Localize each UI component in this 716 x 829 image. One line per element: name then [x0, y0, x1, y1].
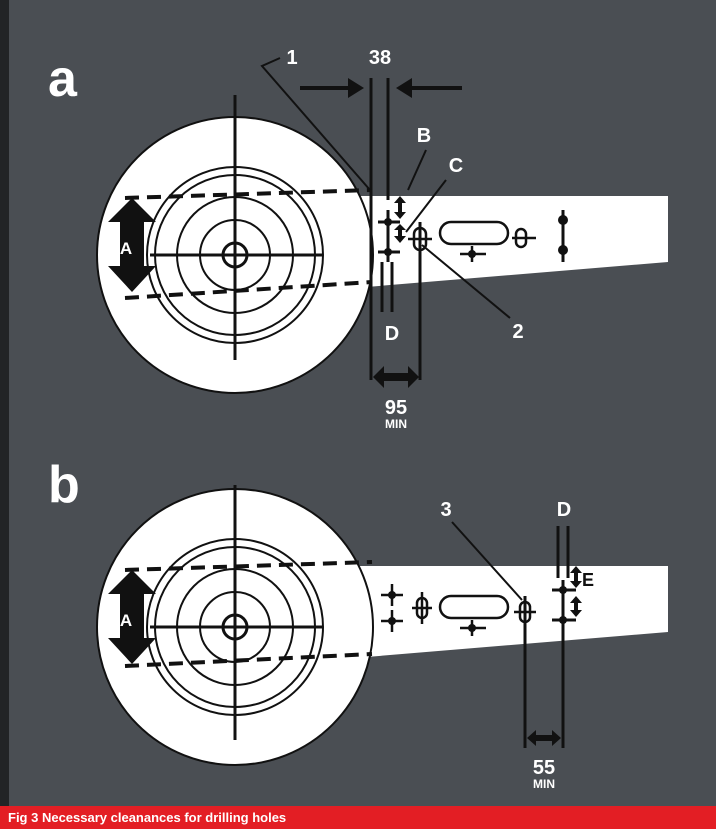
beam-b	[330, 566, 668, 660]
slot-b	[438, 594, 510, 620]
dim-C-arrow	[394, 224, 406, 243]
slot-a	[438, 220, 510, 246]
dim-55-note: MIN	[533, 777, 555, 791]
dim-95-note: MIN	[385, 417, 407, 431]
dashed-bottom-edge-a	[124, 280, 373, 300]
hole-b-bottom	[559, 616, 567, 624]
dimension-a-arrow	[108, 198, 156, 292]
diagram-svg: a A 38 1 B	[0, 0, 668, 806]
label-A-b: A	[120, 611, 132, 630]
dashed-top-edge-a	[124, 188, 373, 200]
label-3: 3	[440, 499, 451, 521]
dashed-bottom-edge-b	[124, 652, 373, 668]
label-C: C	[449, 155, 463, 177]
leader-2	[421, 244, 511, 319]
panel-a: a A 38 1 B	[48, 47, 668, 431]
dim-F-arrow	[570, 596, 582, 617]
left-border-strip	[0, 0, 9, 806]
label-D-b: D	[557, 499, 571, 521]
label-B: B	[417, 125, 431, 147]
label-38: 38	[369, 47, 391, 69]
label-F: F	[582, 598, 593, 618]
dim-55-value: 55	[533, 757, 555, 779]
leader-C	[405, 179, 447, 233]
label-2: 2	[512, 321, 523, 343]
hole-b-top	[559, 586, 567, 594]
leader-B	[407, 149, 427, 191]
dim-95-arrow	[373, 366, 419, 388]
end-hole-a-top	[558, 215, 568, 225]
panel-b: b A	[48, 456, 668, 791]
leader-3	[451, 521, 523, 601]
dim-38-arrow-right	[396, 78, 462, 98]
figure-caption: Fig 3 Necessary cleanances for drilling …	[0, 806, 716, 829]
hole-a-bottom	[384, 248, 392, 256]
hole-a-top	[384, 218, 392, 226]
label-D-a: D	[385, 323, 399, 345]
dim-55-arrow	[527, 730, 561, 746]
dim-E-arrow	[570, 566, 582, 588]
dim-B-arrow	[394, 196, 406, 219]
dim-38-arrow-left	[300, 78, 364, 98]
dimension-a-arrow-b	[108, 570, 156, 664]
dashed-top-edge-b	[124, 560, 373, 572]
panel-b-label: b	[48, 456, 80, 514]
dim-95-value: 95	[385, 397, 407, 419]
slot-b-pin-dot	[468, 624, 476, 632]
cross-holes-b	[381, 584, 432, 632]
label-E: E	[582, 570, 594, 590]
leader-1	[260, 57, 371, 191]
panel-a-label: a	[48, 50, 78, 108]
label-1: 1	[286, 47, 297, 69]
label-A-a: A	[120, 239, 132, 258]
slot-a-pin-dot	[468, 250, 476, 258]
end-hole-a-bottom	[558, 245, 568, 255]
